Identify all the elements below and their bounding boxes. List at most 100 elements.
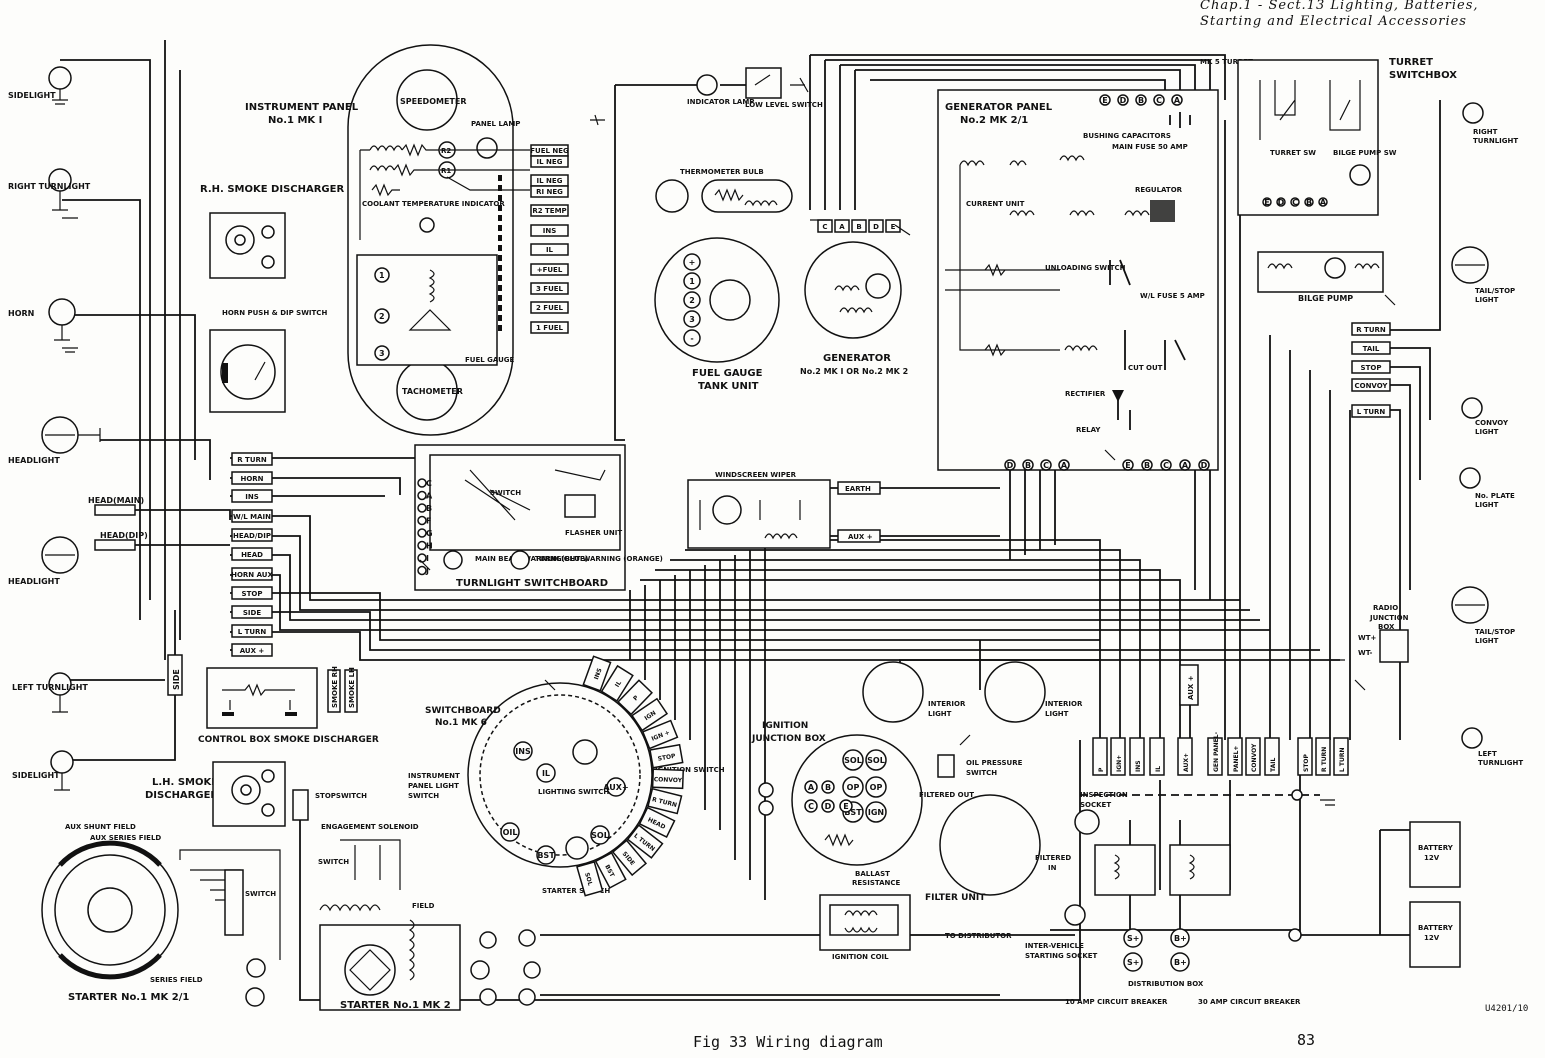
intervehicle-label-2: STARTING SOCKET [1025, 952, 1098, 960]
generator-terminal-3: D [868, 219, 884, 233]
instrument-panel-subtitle: No.1 MK I [268, 115, 322, 126]
svg-text:IL NEG: IL NEG [537, 158, 563, 166]
fuse-0: P [1092, 737, 1108, 776]
svg-text:STOP: STOP [242, 590, 263, 598]
engagement-label: ENGAGEMENT SOLENOID [321, 823, 419, 831]
turret-terminal-4: A [1318, 197, 1328, 207]
svg-text:A: A [1320, 198, 1327, 207]
horn-push-label: HORN PUSH & DIP SWITCH [222, 309, 327, 317]
svg-text:1 FUEL: 1 FUEL [536, 324, 564, 332]
dist-box-label: DISTRIBUTION BOX [1128, 980, 1204, 988]
fuse-7: CONVOY [1245, 737, 1261, 776]
r2-label: R2 [441, 147, 451, 155]
horn-push-dip-switch: HORN PUSH & DIP SWITCH [209, 309, 327, 413]
svg-text:A: A [808, 783, 815, 792]
ip-terminal-7: +FUEL [530, 263, 569, 276]
lighting-switch-label: LIGHTING SWITCH [538, 788, 609, 796]
convoy-label: CONVOY [1475, 419, 1509, 427]
ws-aux-label: AUX + [848, 533, 873, 541]
switchboard-terminal-3: IGN [631, 697, 669, 732]
ip-terminal-3: RI NEG [530, 185, 569, 198]
ignition-terminal-0: SOL [842, 749, 864, 771]
svg-text:AUX+: AUX+ [603, 783, 628, 792]
tail-stop-1-label-2: LIGHT [1475, 296, 1499, 304]
svg-text:SOL: SOL [867, 756, 885, 765]
tl-terminal-label-3: F [426, 517, 431, 526]
svg-text:A: A [1061, 461, 1068, 470]
fuse-9: STOP [1297, 737, 1313, 776]
right-harness-terminal-4: L TURN [1351, 404, 1391, 418]
svg-text:C: C [808, 802, 814, 811]
fuel-tank-terminal-0: + [683, 253, 701, 271]
svg-text:INS: INS [245, 493, 259, 501]
svg-text:BST: BST [537, 851, 555, 860]
gen-panel-bottom-terminal-5: B [1141, 459, 1153, 471]
svg-text:HEAD/DIP: HEAD/DIP [233, 532, 271, 540]
svg-text:IL: IL [542, 769, 550, 778]
tl-terminal-5 [417, 540, 427, 551]
svg-text:E: E [891, 223, 896, 231]
ballast-label-2: RESISTANCE [852, 879, 901, 887]
ignition-terminal-5: IGN [865, 801, 887, 823]
ip-terminal-2: IL NEG [530, 174, 569, 187]
turret-sw-label: TURRET SW [1270, 149, 1316, 157]
turnlight-switchboard-title: TURNLIGHT SWITCHBOARD [456, 578, 608, 589]
switchboard-inner-0: INS [513, 741, 533, 761]
harness-left-terminal-0: R TURN [231, 452, 273, 466]
gen-panel-top-terminal-1: D [1117, 94, 1129, 106]
turret-terminal-2: C [1290, 197, 1300, 207]
svg-text:2: 2 [379, 312, 385, 321]
earth-label: EARTH [845, 485, 871, 493]
fuel-tank-terminal-1: 1 [683, 272, 701, 290]
gen-panel-bottom-terminal-6: C [1160, 459, 1172, 471]
head-dip-label: HEAD(DIP) [100, 531, 148, 540]
svg-text:W/L MAIN: W/L MAIN [233, 513, 271, 521]
filtered-out-label: FILTERED OUT [919, 791, 974, 799]
svg-text:HORN: HORN [240, 475, 263, 483]
control-box-label: CONTROL BOX SMOKE DISCHARGER [198, 735, 379, 745]
smoke-lh-label: SMOKE LH [348, 667, 356, 708]
lh-smoke-label-2: DISCHARGER [145, 790, 218, 801]
inspection-label-1: INSPECTION [1080, 791, 1128, 799]
ip-terminal-10: 1 FUEL [530, 321, 569, 334]
starter-mid: ENGAGEMENT SOLENOID SWITCH FIELD STARTER… [318, 823, 541, 1011]
switchboard-terminal-9: L TURN [626, 824, 664, 859]
indicator-group: INDICATOR LAMP LOW LEVEL SWITCH THERMOME… [654, 67, 823, 392]
current-unit-label: CURRENT UNIT [966, 200, 1025, 208]
svg-text:IL: IL [614, 680, 623, 689]
tail-stop-2-label: TAIL/STOP [1475, 628, 1515, 636]
turret-terminal-3: B [1304, 197, 1314, 207]
svg-text:BST: BST [844, 808, 862, 817]
field-label: FIELD [412, 902, 435, 910]
aux-vertical-label: AUX + [1187, 675, 1195, 700]
svg-text:C: C [1156, 96, 1162, 105]
gen-panel-top-terminal-4: A [1171, 94, 1183, 106]
svg-text:INS: INS [593, 667, 604, 680]
fuel-tank-terminal-4: - [683, 329, 701, 347]
switchboard-terminal-5: STOP [649, 743, 684, 769]
no-plate-label-2: LIGHT [1475, 501, 1499, 509]
filter-unit-label: FILTER UNIT [925, 893, 986, 903]
gen-panel-top-terminal-3: C [1153, 94, 1165, 106]
battery1-label-2: 12V [1424, 854, 1440, 862]
switchboard-terminal-1: IL [600, 664, 634, 702]
right-harness-terminal-3: CONVOY [1351, 378, 1391, 392]
ignition-terminal-1: SOL [865, 749, 887, 771]
svg-text:B+: B+ [1174, 934, 1187, 943]
svg-text:RI NEG: RI NEG [536, 188, 563, 196]
svg-text:IL NEG: IL NEG [537, 177, 563, 185]
to-distributor-label: TO DISTRIBUTOR [945, 932, 1012, 940]
interior-1-label: INTERIOR [928, 700, 966, 708]
horn-label: HORN [8, 309, 34, 318]
tl-terminal-1 [417, 490, 427, 501]
harness-left-terminal-10: AUX + [231, 643, 273, 657]
tl-terminal-0 [417, 478, 427, 488]
svg-text:2 FUEL: 2 FUEL [536, 304, 564, 312]
figure-caption: Fig 33 Wiring diagram [693, 1033, 883, 1051]
svg-text:E: E [1125, 461, 1130, 470]
thermometer-label: THERMOMETER BULB [680, 168, 764, 176]
svg-text:S+: S+ [1127, 958, 1139, 967]
generator-panel: GENERATOR PANEL No.2 MK 2/1 BUSHING CAPA… [937, 58, 1253, 471]
